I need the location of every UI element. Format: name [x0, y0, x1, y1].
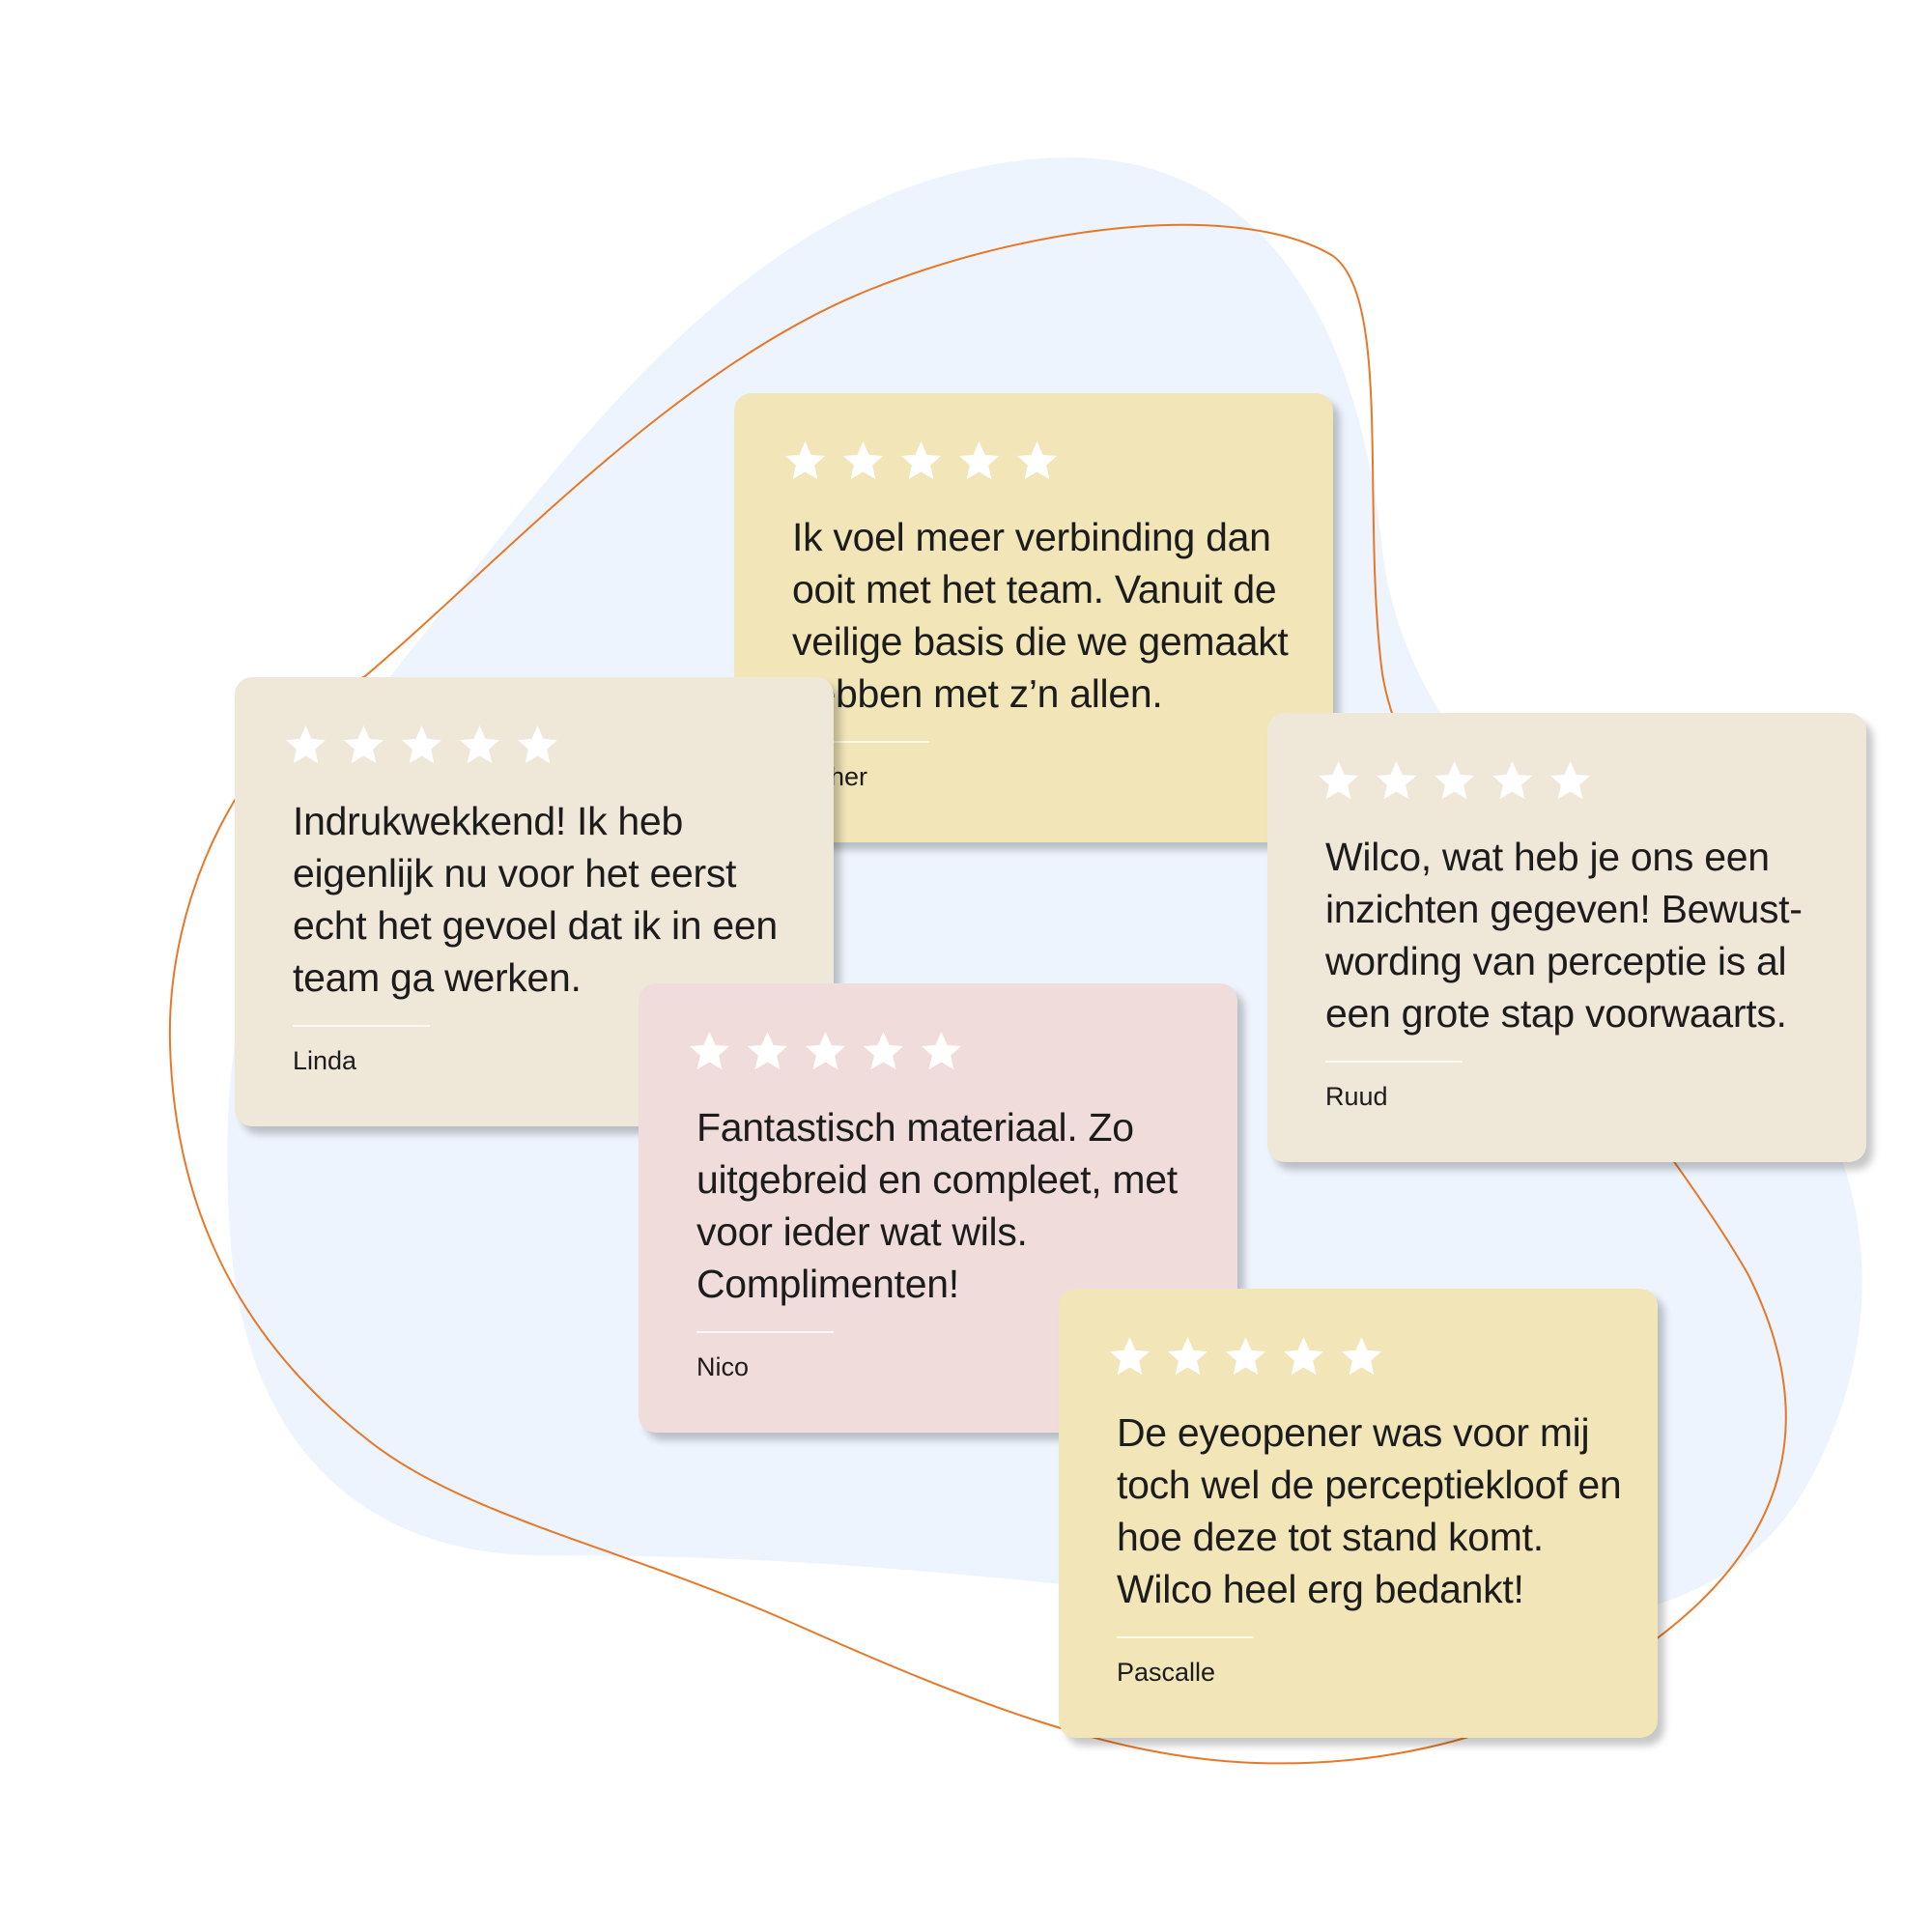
- star-rating: [782, 436, 1294, 486]
- background-outline: [168, 223, 1787, 1765]
- star-icon: [1374, 758, 1419, 804]
- star-icon: [782, 439, 828, 484]
- divider: [1325, 1061, 1463, 1063]
- star-icon: [1316, 758, 1361, 804]
- star-icon: [1490, 758, 1535, 804]
- star-rating: [283, 720, 795, 770]
- star-icon: [341, 723, 386, 768]
- divider: [792, 741, 929, 743]
- star-icon: [1281, 1334, 1326, 1379]
- star-icon: [399, 723, 444, 768]
- review-author: Nico: [696, 1352, 750, 1381]
- star-icon: [1107, 1334, 1152, 1379]
- review-author: Linda: [293, 1046, 357, 1075]
- star-icon: [1432, 758, 1477, 804]
- review-card-ruud: Wilco, wat heb je ons een inzichten gege…: [1267, 713, 1866, 1162]
- star-rating: [1107, 1331, 1619, 1381]
- review-quote: Indrukwekkend! Ik heb eigenlijk nu voor …: [293, 799, 778, 1000]
- star-icon: [457, 723, 502, 768]
- background-blob: [227, 157, 1862, 1625]
- review-quote: De eyeopener was voor mij toch wel de pe…: [1117, 1410, 1622, 1611]
- star-icon: [956, 439, 1002, 484]
- review-quote: Wilco, wat heb je ons een inzichten gege…: [1325, 835, 1803, 1036]
- star-icon: [840, 439, 886, 484]
- star-icon: [1548, 758, 1593, 804]
- review-card-pascalle: De eyeopener was voor mij toch wel de pe…: [1059, 1289, 1658, 1738]
- divider: [1117, 1636, 1254, 1638]
- star-icon: [861, 1029, 906, 1074]
- divider: [696, 1331, 834, 1333]
- star-icon: [919, 1029, 964, 1074]
- star-icon: [1223, 1334, 1268, 1379]
- star-rating: [687, 1026, 1199, 1076]
- star-icon: [283, 723, 328, 768]
- star-rating: [1316, 755, 1828, 806]
- star-icon: [1339, 1334, 1384, 1379]
- star-icon: [515, 723, 560, 768]
- star-icon: [687, 1029, 732, 1074]
- star-icon: [1165, 1334, 1210, 1379]
- review-quote: Fantastisch materiaal. Zo uitgebreid en …: [696, 1105, 1178, 1306]
- star-icon: [745, 1029, 790, 1074]
- star-icon: [898, 439, 944, 484]
- divider: [293, 1025, 430, 1027]
- review-author: Ruud: [1325, 1082, 1388, 1111]
- star-icon: [803, 1029, 848, 1074]
- review-author: Pascalle: [1117, 1658, 1216, 1687]
- review-quote: Ik voel meer verbinding dan ooit met het…: [792, 515, 1289, 716]
- star-icon: [1014, 439, 1060, 484]
